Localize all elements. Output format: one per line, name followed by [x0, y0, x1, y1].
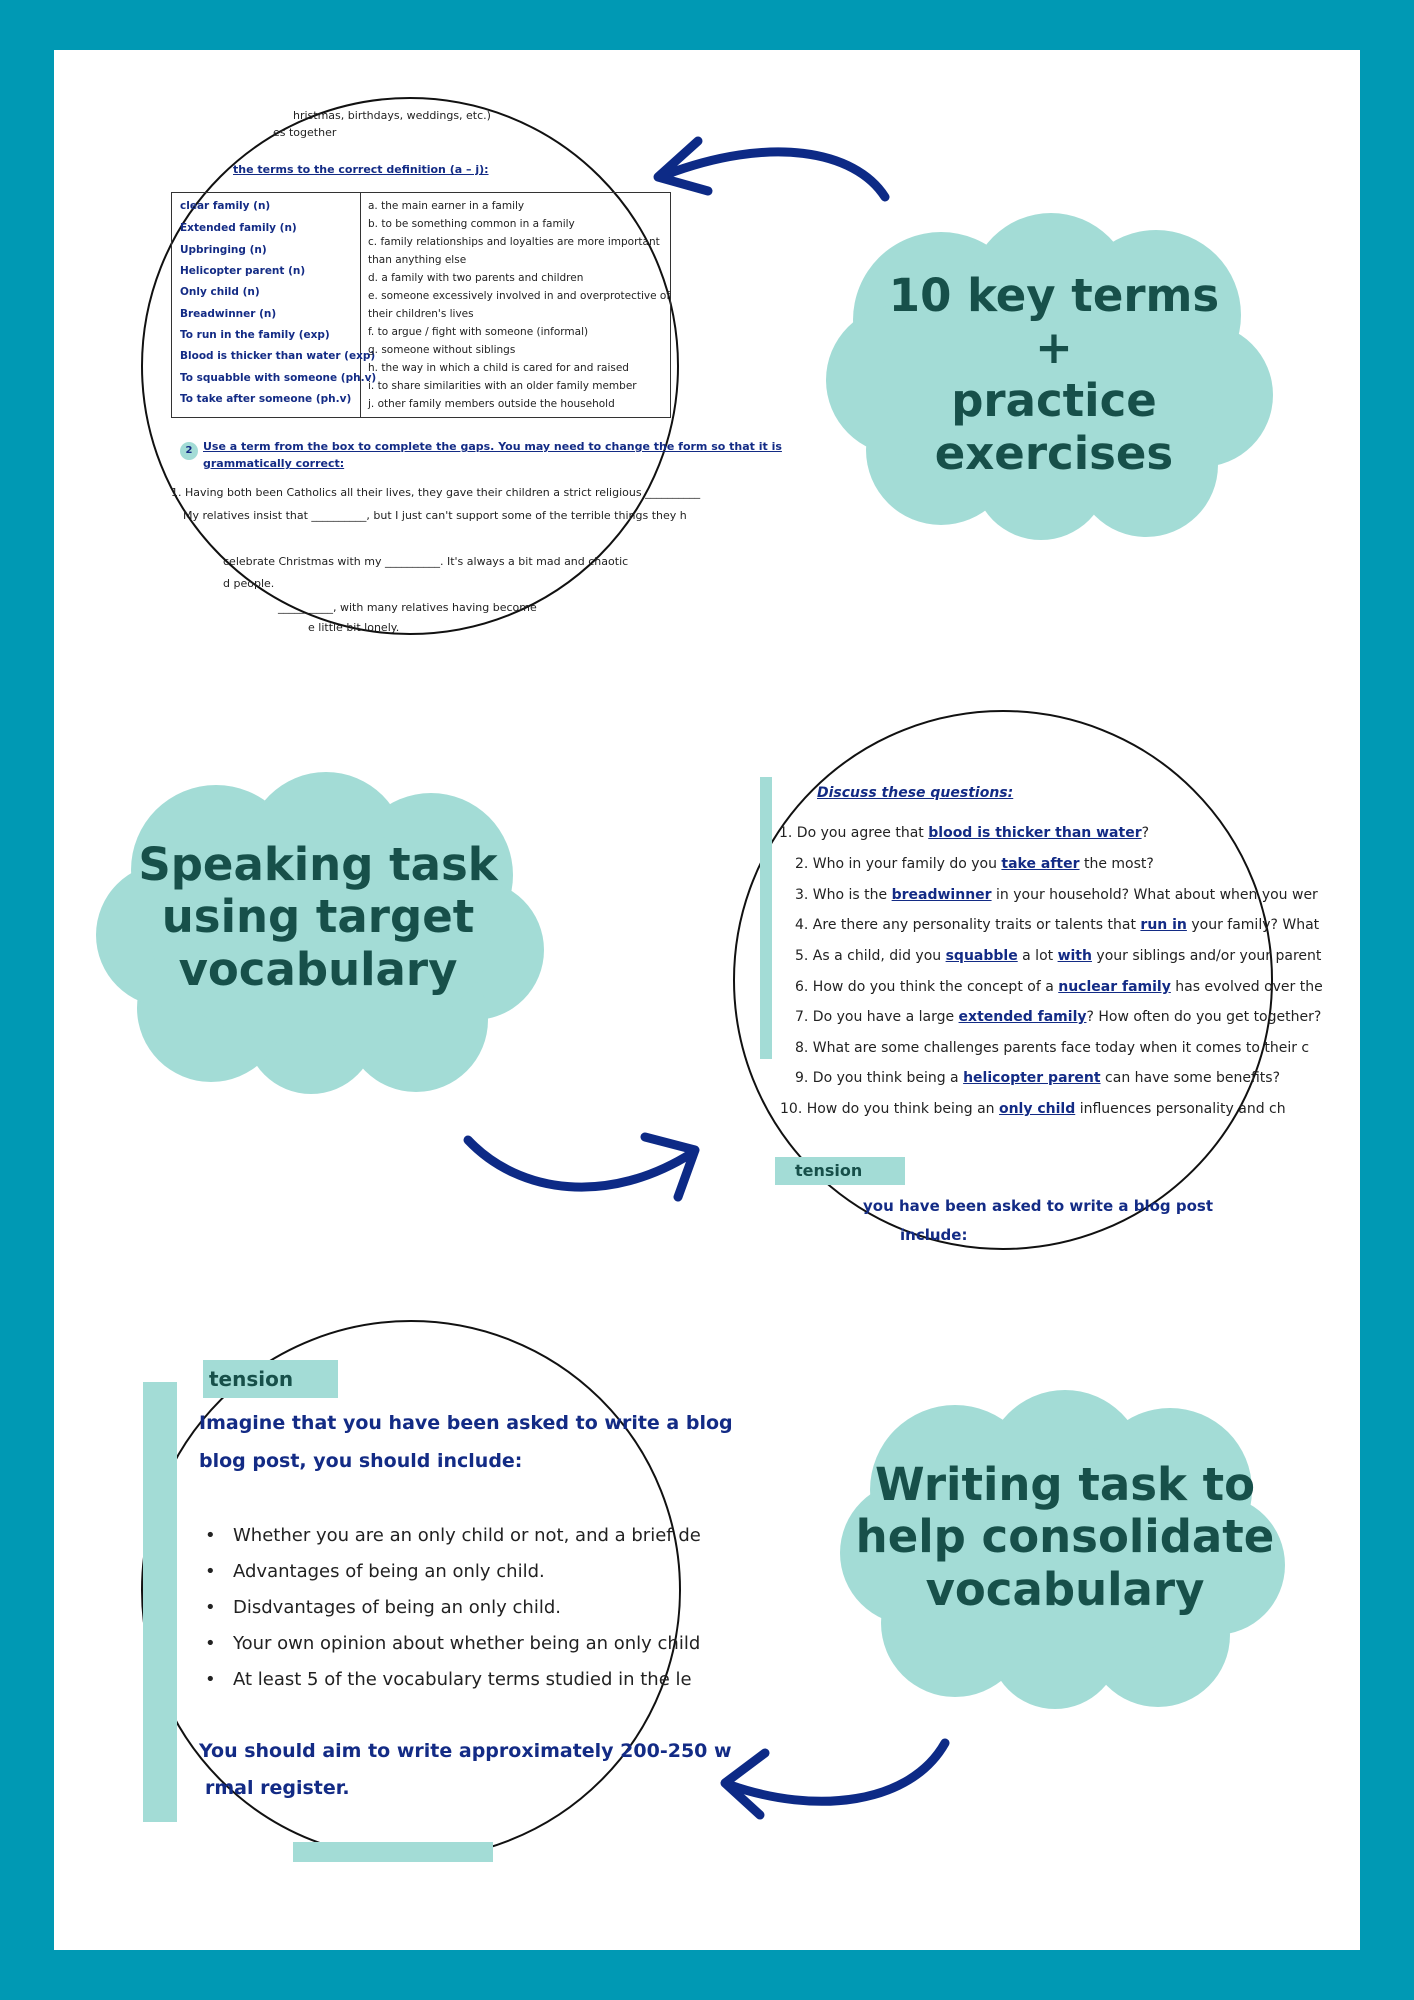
- gap-sentence: e little bit lonely.: [308, 621, 400, 634]
- list-item: Advantages of being an only child.: [205, 1561, 545, 1582]
- discussion-question: 9. Do you think being a helicopter paren…: [795, 1070, 1281, 1086]
- list-item: Your own opinion about whether being an …: [205, 1633, 700, 1654]
- extension-label: tension: [775, 1157, 905, 1185]
- cloud-line: 10 key terms: [888, 268, 1220, 322]
- table-divider: [360, 193, 361, 417]
- cloud-line: help consolidate: [855, 1510, 1275, 1564]
- discussion-question: 2. Who in your family do you take after …: [795, 856, 1154, 872]
- discussion-question: 5. As a child, did you squabble a lot wi…: [795, 948, 1322, 964]
- definition-item: f. to argue / fight with someone (inform…: [368, 326, 589, 338]
- term-item: Only child (n): [180, 286, 260, 298]
- cloud-line: vocabulary: [925, 1562, 1205, 1616]
- worksheet-preview-matching: hristmas, birthdays, weddings, etc.) es …: [141, 97, 782, 635]
- accent-bar: [143, 1382, 177, 1822]
- accent-bar: [293, 1842, 493, 1862]
- cloud-line: practice exercises: [934, 374, 1174, 480]
- definition-item: g. someone without siblings: [368, 344, 516, 356]
- term-item: To take after someone (ph.v): [180, 393, 352, 405]
- writing-prompt: blog post, you should include:: [199, 1450, 523, 1472]
- definition-item: j. other family members outside the hous…: [368, 398, 615, 410]
- extension-label: tension: [203, 1360, 338, 1398]
- worksheet-text: hristmas, birthdays, weddings, etc.): [293, 109, 491, 122]
- discussion-question: 1. Do you agree that blood is thicker th…: [779, 825, 1150, 841]
- cloud-shape: [840, 1390, 1285, 1709]
- definition-item: than anything else: [368, 254, 467, 266]
- cloud-line: Speaking task: [138, 837, 498, 891]
- cloud-caption: Speaking task using target vocabulary: [96, 770, 546, 1095]
- worksheet-preview-writing: tension Imagine that you have been asked…: [141, 1320, 733, 1862]
- cloud-writing-task: Writing task to help consolidate vocabul…: [840, 1385, 1290, 1710]
- definition-item: h. the way in which a child is cared for…: [368, 362, 629, 374]
- definition-item: c. family relationships and loyalties ar…: [368, 236, 660, 248]
- definition-item: e. someone excessively involved in and o…: [368, 290, 671, 302]
- cloud-speaking-task: Speaking task using target vocabulary: [96, 770, 546, 1095]
- discussion-question: 8. What are some challenges parents face…: [795, 1040, 1310, 1056]
- writing-instruction: You should aim to write approximately 20…: [199, 1740, 732, 1762]
- gap-sentence: celebrate Christmas with my __________. …: [223, 555, 629, 568]
- cloud-caption: 10 key terms + practice exercises: [826, 210, 1276, 540]
- cloud-line: Writing task to: [875, 1457, 1255, 1511]
- cloud-line: vocabulary: [178, 942, 458, 996]
- cloud-key-terms: 10 key terms + practice exercises: [826, 210, 1276, 540]
- term-item: To run in the family (exp): [180, 329, 330, 341]
- writing-instruction: rmal register.: [205, 1777, 350, 1799]
- task1-heading: the terms to the correct definition (a –…: [233, 163, 489, 176]
- task2-heading: Use a term from the box to complete the …: [203, 440, 782, 453]
- writing-prompt: Imagine that you have been asked to writ…: [199, 1412, 733, 1434]
- cloud-shape: [96, 772, 544, 1094]
- term-item: clear family (n): [180, 200, 271, 212]
- list-item: Disdvantages of being an only child.: [205, 1597, 561, 1618]
- task-number-badge: 2: [180, 442, 198, 460]
- definition-item: their children's lives: [368, 308, 474, 320]
- term-item: Upbringing (n): [180, 244, 267, 256]
- worksheet-text: es together: [273, 126, 337, 139]
- discussion-question: 6. How do you think the concept of a nuc…: [795, 979, 1323, 995]
- gap-sentence: d people.: [223, 577, 275, 590]
- terms-table: clear family (n) Extended family (n) Upb…: [171, 192, 671, 418]
- curved-arrow-icon: [653, 136, 890, 202]
- term-item: To squabble with someone (ph.v): [180, 372, 377, 384]
- extension-prompt: include:: [900, 1226, 968, 1244]
- term-item: Blood is thicker than water (exp): [180, 350, 376, 362]
- gap-sentence: 1. Having both been Catholics all their …: [171, 486, 701, 499]
- definition-item: d. a family with two parents and childre…: [368, 272, 584, 284]
- discussion-question: 7. Do you have a large extended family? …: [795, 1009, 1322, 1025]
- term-item: Extended family (n): [180, 222, 297, 234]
- gap-sentence: __________, with many relatives having b…: [278, 601, 537, 614]
- discussion-heading: Discuss these questions:: [817, 785, 1014, 801]
- discussion-question: 3. Who is the breadwinner in your househ…: [795, 887, 1318, 903]
- discussion-question: 10. How do you think being an only child…: [780, 1101, 1286, 1117]
- definition-item: i. to share similarities with an older f…: [368, 380, 637, 392]
- extension-prompt: you have been asked to write a blog post: [863, 1197, 1213, 1215]
- cloud-line: using target: [161, 890, 475, 944]
- definition-item: b. to be something common in a family: [368, 218, 575, 230]
- term-item: Breadwinner (n): [180, 308, 277, 320]
- definition-item: a. the main earner in a family: [368, 200, 525, 212]
- curved-arrow-icon: [463, 1132, 700, 1202]
- gap-sentence: My relatives insist that __________, but…: [183, 509, 687, 522]
- discussion-question: 4. Are there any personality traits or t…: [795, 917, 1320, 933]
- worksheet-preview-speaking: Discuss these questions: 1. Do you agree…: [733, 710, 1323, 1250]
- cloud-shape: [826, 213, 1273, 540]
- term-item: Helicopter parent (n): [180, 265, 306, 277]
- accent-bar: [760, 777, 772, 1059]
- task2-heading: grammatically correct:: [203, 457, 345, 470]
- curved-arrow-icon: [720, 1738, 950, 1820]
- list-item: Whether you are an only child or not, an…: [205, 1525, 701, 1546]
- list-item: At least 5 of the vocabulary terms studi…: [205, 1669, 692, 1690]
- cloud-line: +: [1035, 321, 1073, 375]
- cloud-caption: Writing task to help consolidate vocabul…: [840, 1385, 1290, 1710]
